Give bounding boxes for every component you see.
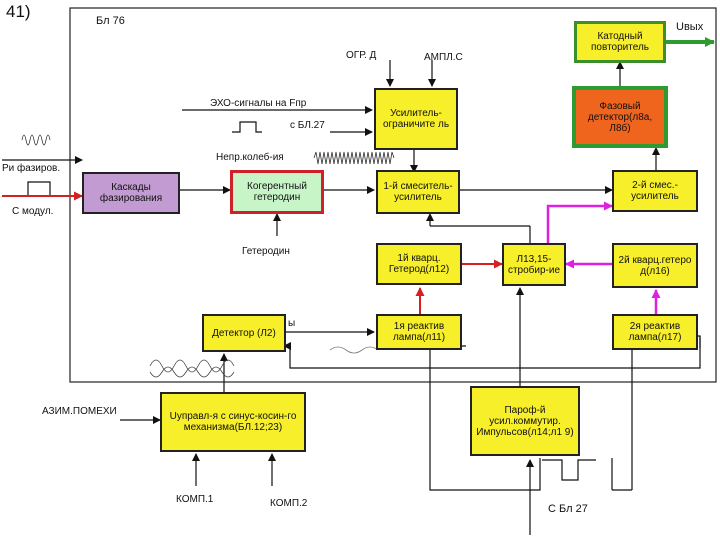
phase-detector-block: Фазовый детектор(л8а, Л8б) — [572, 86, 668, 148]
label-s-bl27-top: с БЛ.27 — [290, 120, 325, 131]
phasing-cascades-block: Каскады фазирования — [82, 172, 180, 214]
label-s-modul: С модул. — [12, 206, 54, 217]
mixer1-block: 1-й смеситель-усилитель — [376, 170, 460, 214]
label-ampl-s: АМПЛ.С — [424, 52, 463, 63]
sincos-control-block: Uуправл-я с синус-косин-го механизма(БЛ.… — [160, 392, 306, 452]
cathode-follower-block: Катодный повторитель — [574, 21, 666, 63]
label-heterodyne: Гетеродин — [242, 246, 290, 257]
detector-block: Детектор (Л2) — [202, 314, 286, 352]
label-u-out: Uвых — [676, 21, 704, 33]
label-comp2: КОМП.2 — [270, 498, 308, 509]
coherent-lo-block: Когерентный гетеродин — [230, 170, 324, 214]
label-comp1: КОМП.1 — [176, 494, 214, 505]
label-ogr-d: ОГР. Д — [346, 50, 377, 61]
reactive-lamp2-block: 2я реактив лампа(л17) — [612, 314, 698, 350]
amplifier-limiter-block: Усилитель-ограничите ль — [374, 88, 458, 150]
reactive-lamp1-block: 1я реактив лампа(л11) — [376, 314, 462, 350]
pulse-switch-block: Пароф-й усил.коммутир. Импульсов(л14;л1 … — [470, 386, 580, 456]
label-azim-interference: АЗИМ.ПОМЕХИ — [42, 406, 117, 417]
frame-title: Бл 76 — [96, 15, 125, 27]
label-echo-signals: ЭХО-сигналы на Fпр — [210, 98, 307, 109]
slide-number: 41) — [6, 2, 31, 21]
mixer2-block: 2-й смес.-усилитель — [612, 170, 698, 212]
label-s-bl27-bottom: С Бл 27 — [548, 503, 588, 515]
label-ri-phasing: Ри фазиров. — [2, 163, 61, 174]
strobing-block: Л13,15-стробир-ие — [502, 243, 566, 286]
label-cw-oscillations: Непр.колеб-ия — [216, 152, 284, 163]
label-fragment-y: ы — [288, 318, 296, 329]
quartz-lo2-block: 2й кварц.гетеро д(л16) — [612, 243, 698, 288]
quartz-lo1-block: 1й кварц. Гетерод(л12) — [376, 243, 462, 285]
